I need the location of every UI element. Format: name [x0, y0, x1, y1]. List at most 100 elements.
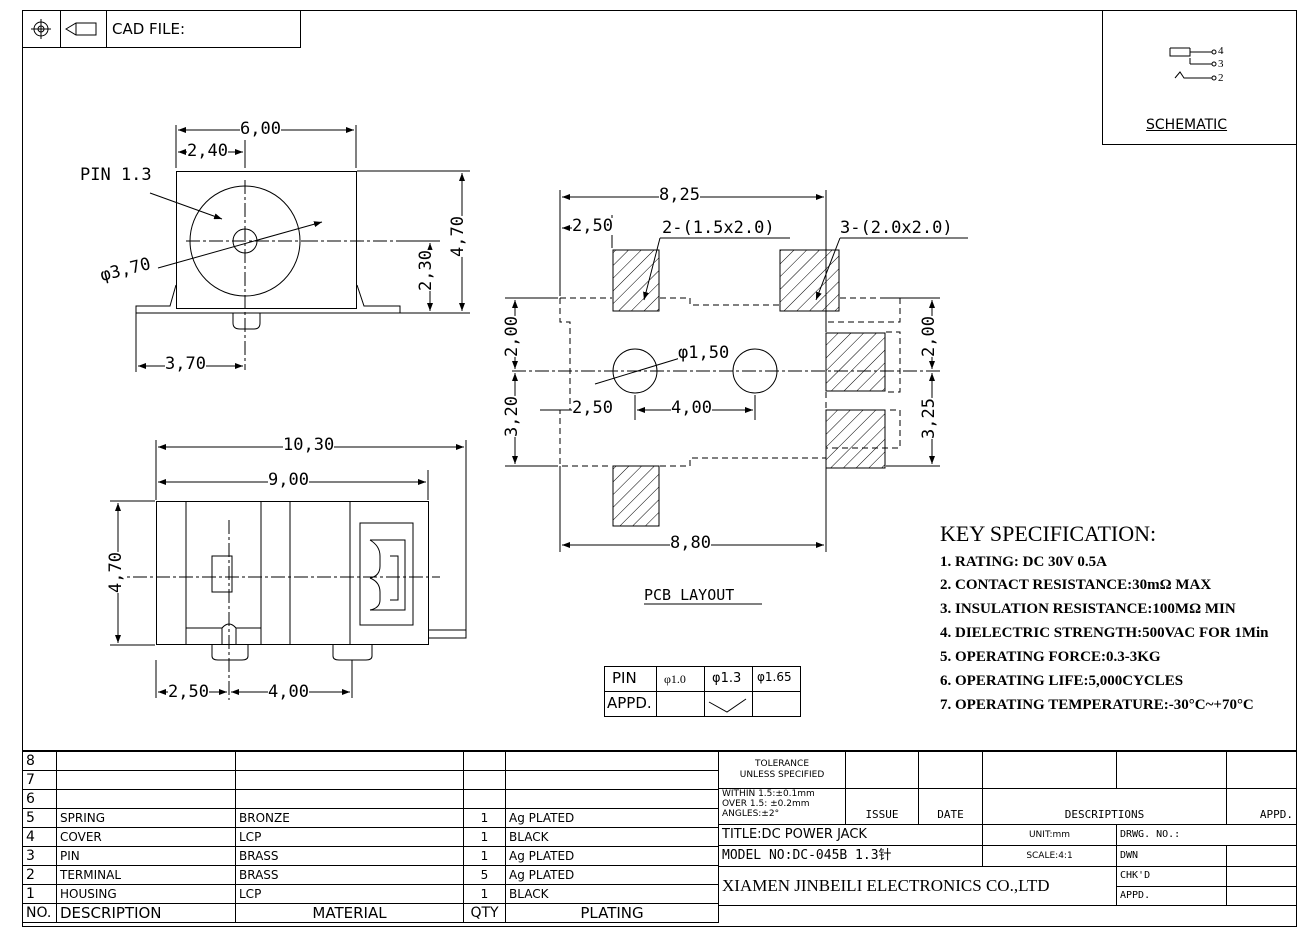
bom-cell: BRASS — [235, 846, 464, 866]
pcb-dim-left-v2: 3,20 — [502, 396, 522, 437]
pcb-caption: PCB LAYOUT — [644, 586, 735, 604]
bom-cell: LCP — [235, 827, 464, 847]
bom-row: 7 — [22, 770, 719, 790]
spec-item: 7. OPERATING TEMPERATURE:-30°C~+70°C — [940, 697, 1254, 713]
bom-cell: MATERIAL — [235, 903, 464, 923]
pcb-dim-bottom: 8,80 — [670, 533, 711, 553]
spec-item: 2. CONTACT RESISTANCE:30mΩ MAX — [940, 577, 1212, 593]
pcb-dim-right-v2: 3,25 — [919, 398, 939, 439]
bom-cell: TERMINAL — [56, 865, 236, 885]
issue-header: ISSUE — [845, 788, 919, 825]
company-name: XIAMEN JINBEILI ELECTRONICS CO.,LTD — [718, 866, 1117, 906]
bom-cell — [505, 770, 719, 790]
bom-cell — [463, 751, 506, 771]
bom-cell: 2 — [22, 865, 57, 885]
bom-row: 6 — [22, 789, 719, 809]
bom-cell: Ag PLATED — [505, 865, 719, 885]
bom-cell: COVER — [56, 827, 236, 847]
spec-item: 3. INSULATION RESISTANCE:100MΩ MIN — [940, 601, 1236, 617]
pin-table-appd: APPD. — [607, 694, 652, 712]
schematic-pin-2: 2 — [1218, 72, 1224, 84]
side-dim-height: 4,70 — [106, 552, 126, 593]
bom-cell: 1 — [463, 827, 506, 847]
pin-table-header-1: φ1.0 — [664, 672, 686, 686]
pcb-dim-total: 8,25 — [659, 185, 700, 205]
bom-row: 8 — [22, 751, 719, 771]
bom-cell — [56, 789, 236, 809]
bom-cell: BRASS — [235, 865, 464, 885]
bom-cell: 1 — [463, 884, 506, 904]
bom-cell — [463, 789, 506, 809]
top-dim-width: 6,00 — [240, 119, 281, 139]
pin-table-header-pin: PIN — [612, 669, 637, 687]
pcb-dim-hole-off: 2,50 — [572, 398, 613, 418]
pcb-dim-right-v: 2,00 — [919, 316, 939, 357]
appd-header: APPD. — [1226, 788, 1297, 825]
bom-cell: PLATING — [505, 903, 719, 923]
side-dim-pin-offset: 2,50 — [168, 682, 209, 702]
spec-item: 1. RATING: DC 30V 0.5A — [940, 554, 1107, 570]
date-header: DATE — [918, 788, 983, 825]
top-dim-base: 3,70 — [165, 354, 206, 374]
bom-cell — [463, 770, 506, 790]
spec-title: KEY SPECIFICATION: — [940, 521, 1157, 546]
pin-table-header-3: φ1.65 — [757, 670, 792, 684]
bom-cell — [235, 751, 464, 771]
schematic-pin-4: 4 — [1218, 45, 1224, 57]
bom-cell: 5 — [463, 865, 506, 885]
pcb-slot-small: 2-(1.5x2.0) — [662, 218, 775, 238]
bom-cell: 1 — [463, 808, 506, 828]
bom-cell — [235, 770, 464, 790]
bom-cell: 5 — [22, 808, 57, 828]
bom-cell: QTY — [463, 903, 506, 923]
drawing-title: TITLE:DC POWER JACK — [718, 824, 983, 846]
bom-cell: PIN — [56, 846, 236, 866]
bom-cell: Ag PLATED — [505, 846, 719, 866]
bom-cell: BLACK — [505, 884, 719, 904]
top-dim-height: 4,70 — [448, 216, 468, 257]
bom-cell: NO. — [22, 903, 57, 923]
dwn-label: DWN — [1116, 845, 1227, 867]
bom-cell: Ag PLATED — [505, 808, 719, 828]
bom-cell: BLACK — [505, 827, 719, 847]
pcb-dim-left: 2,50 — [572, 216, 613, 236]
cad-file-label: CAD FILE: — [112, 20, 185, 38]
spec-item: 4. DIELECTRIC STRENGTH:500VAC FOR 1Min — [940, 625, 1269, 641]
pcb-dim-left-v: 2,00 — [502, 316, 522, 357]
bom-cell: BRONZE — [235, 808, 464, 828]
bom-cell: HOUSING — [56, 884, 236, 904]
descriptions-header: DESCRIPTIONS — [982, 788, 1227, 825]
pcb-slot-large: 3-(2.0x2.0) — [840, 218, 953, 238]
spec-item: 5. OPERATING FORCE:0.3-3KG — [940, 649, 1161, 665]
top-dim-offset: 2,40 — [187, 141, 228, 161]
bom-cell — [505, 789, 719, 809]
bom-cell — [505, 751, 719, 771]
bom-cell: 4 — [22, 827, 57, 847]
chkd-label: CHK'D — [1116, 866, 1227, 887]
unit: UNIT:mm — [982, 824, 1117, 846]
bom-cell: 1 — [22, 884, 57, 904]
bom-cell: 3 — [22, 846, 57, 866]
pcb-dim-hole-pitch: 4,00 — [671, 398, 712, 418]
bom-cell — [235, 789, 464, 809]
bom-cell — [56, 770, 236, 790]
side-dim-overall: 10,30 — [283, 435, 335, 455]
bom-cell: 7 — [22, 770, 57, 790]
pcb-dim-hole-dia: φ1,50 — [678, 343, 730, 363]
bom-cell: 1 — [463, 846, 506, 866]
model-number: MODEL NO:DC-045B 1.3针 — [718, 845, 983, 867]
pin-table-header-2: φ1.3 — [712, 671, 742, 686]
top-dim-height-half: 2,30 — [416, 250, 436, 291]
appd-label: APPD. — [1116, 885, 1227, 906]
bom-cell: DESCRIPTION — [56, 903, 236, 923]
